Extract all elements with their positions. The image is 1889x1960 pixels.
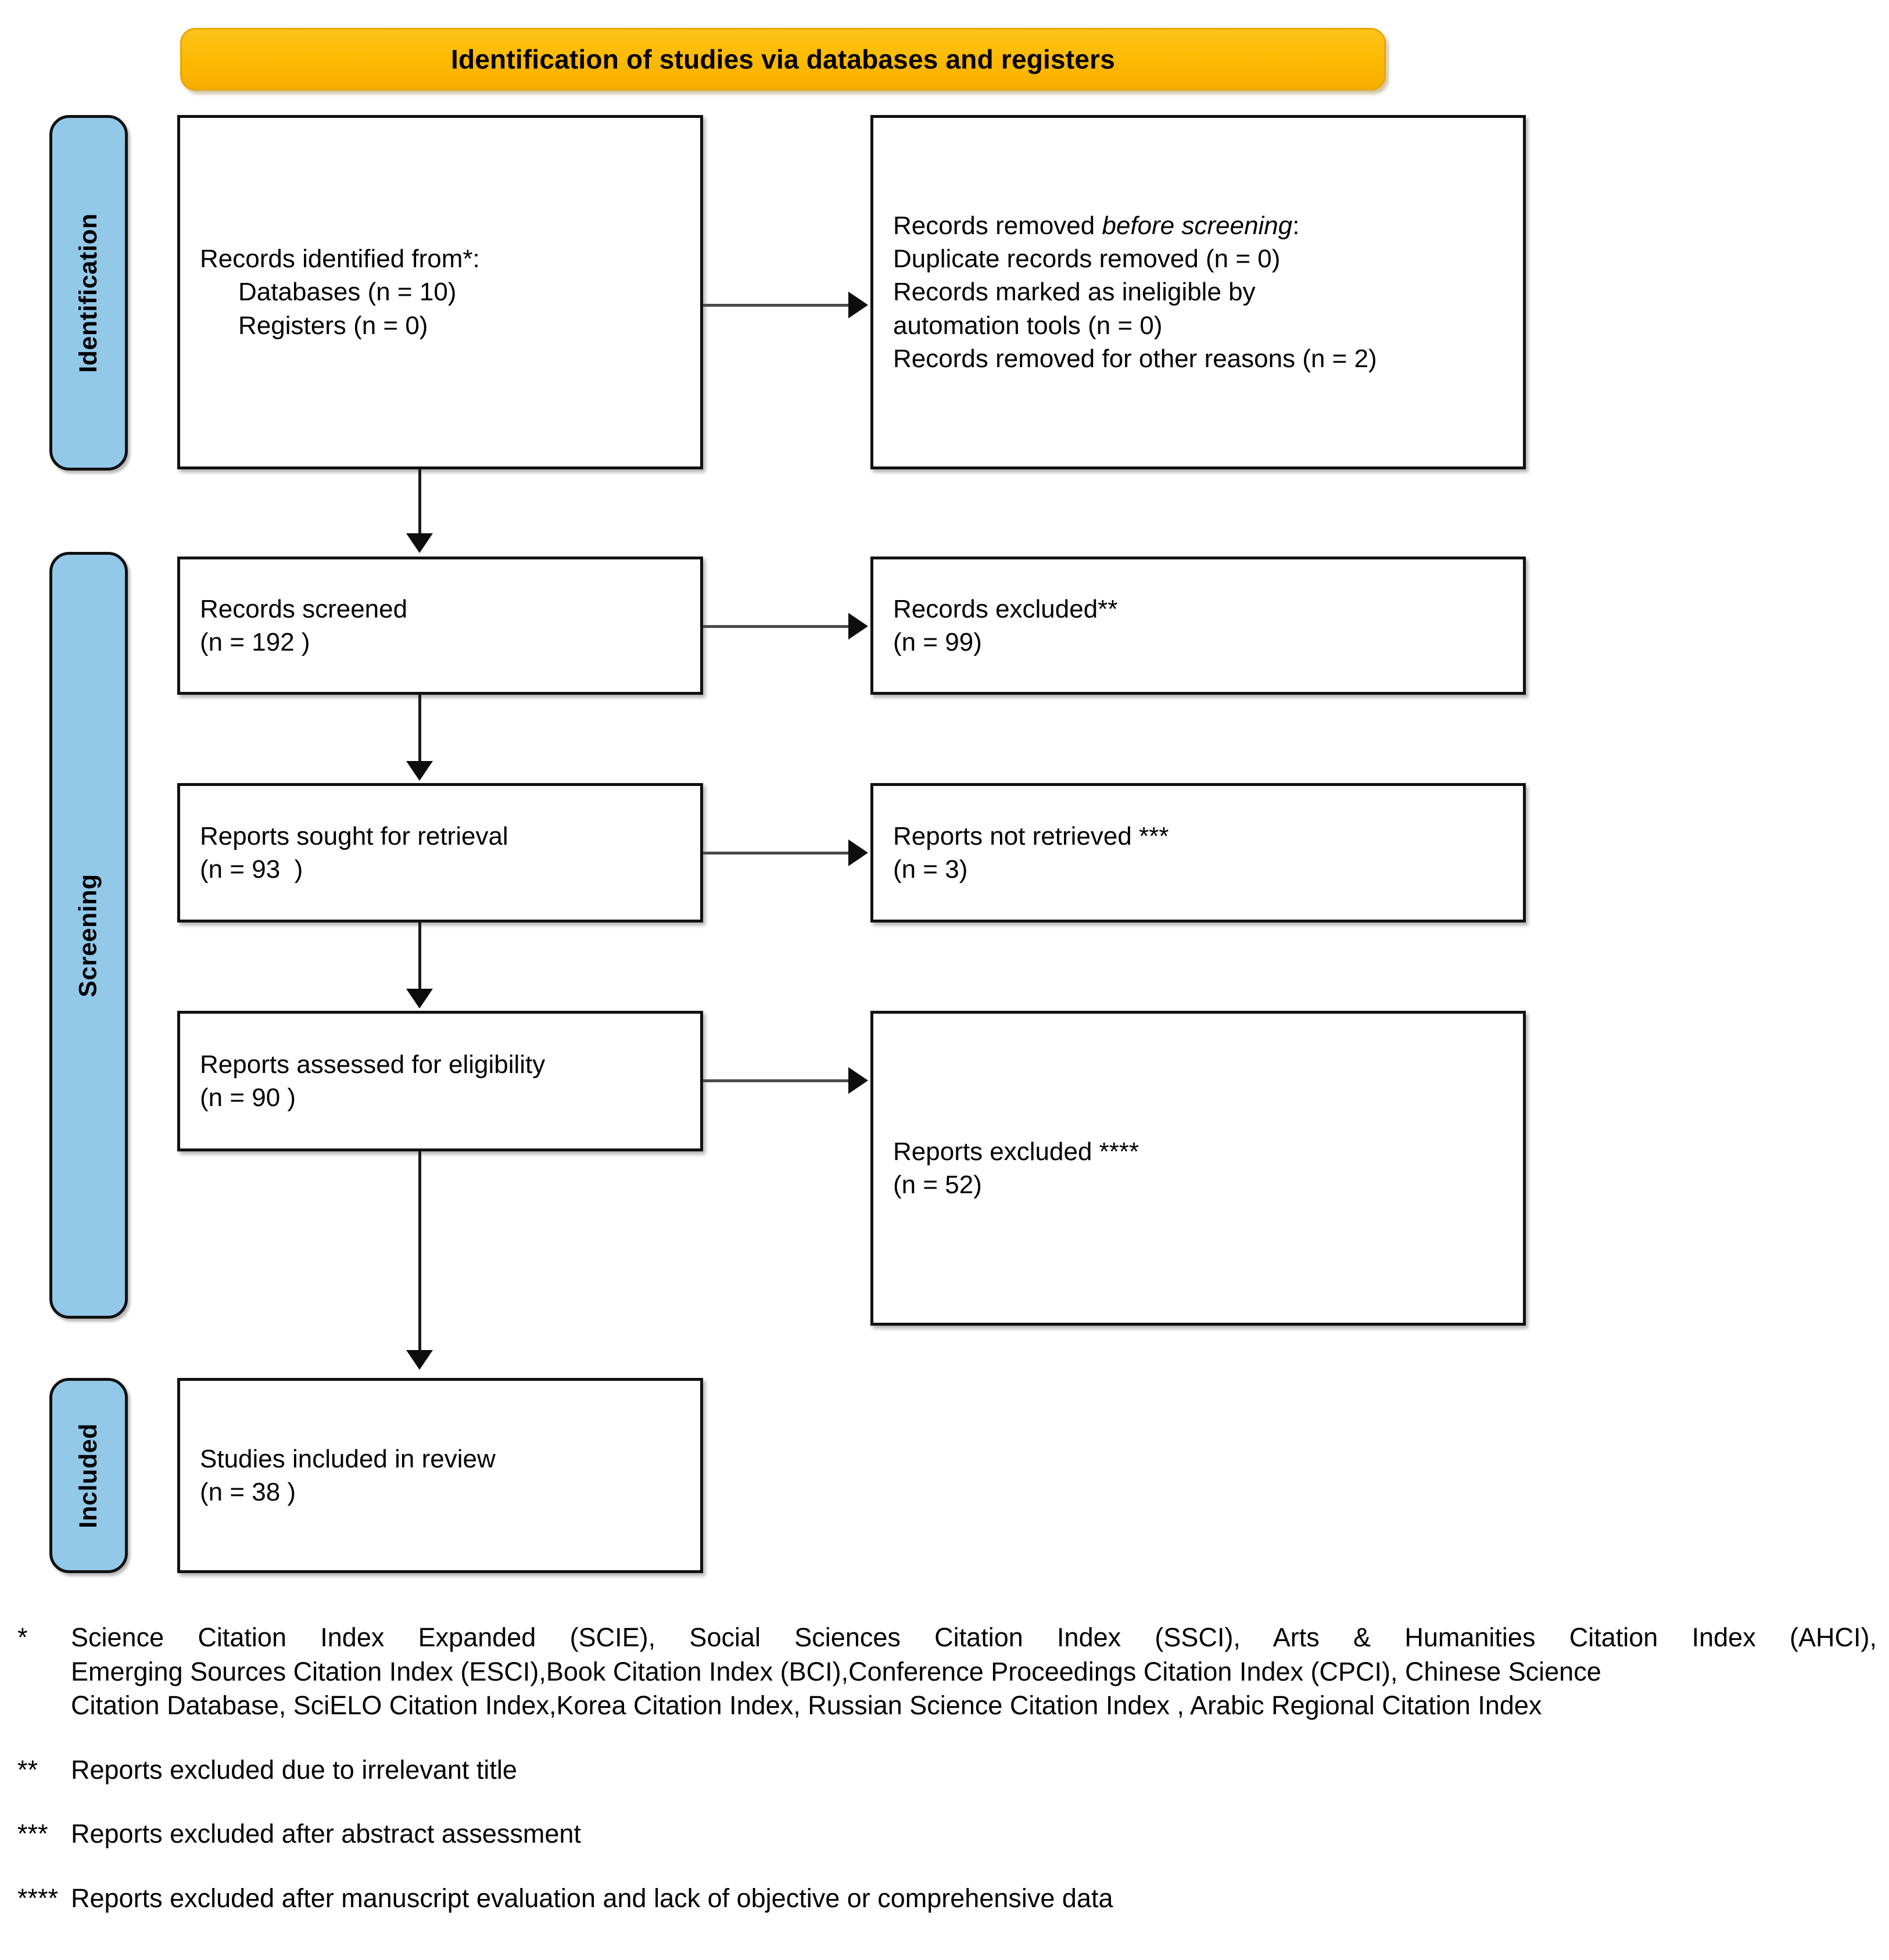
phase-banner-label: Identification of studies via databases … [450,44,1116,74]
phase-banner-identification: Identification of studies via databases … [180,28,1386,91]
node-records-excluded: Records excluded** (n = 99) [870,557,1526,695]
stage-tab-screening-label: Screening [74,873,102,997]
stage-tab-screening: Screening [49,552,128,1319]
arrow-identified-to-screened [406,469,442,558]
reports-not-retrieved-line-1: Reports not retrieved *** [893,821,1169,850]
node-records-removed: Records removed before screening: Duplic… [870,115,1526,469]
node-reports-assessed: Reports assessed for eligibility (n = 90… [177,1011,703,1151]
node-records-screened-body: Records screened (n = 192 ) [200,593,680,659]
footnote-asterisk-1: * Science Citation Index Expanded (SCIE)… [17,1621,1877,1723]
studies-included-line-2: (n = 38 ) [200,1478,296,1506]
reports-assessed-line-1: Reports assessed for eligibility [200,1050,546,1079]
node-studies-included-body: Studies included in review (n = 38 ) [200,1442,680,1509]
records-removed-line-3: Records marked as ineligible by [893,278,1256,307]
node-reports-sought: Reports sought for retrieval (n = 93 ) [177,783,703,922]
records-identified-line-2: Databases (n = 10) [238,278,457,307]
arrow-screened-to-sought [406,695,442,788]
stage-tab-identification-label: Identification [74,213,102,373]
stage-tab-included: Included [49,1378,128,1573]
records-removed-line-1-post: : [1292,211,1300,240]
footnote-1-line-3: Citation Database, SciELO Citation Index… [71,1690,1542,1720]
stage-tab-included-label: Included [74,1423,103,1528]
footnote-text-1: Science Citation Index Expanded (SCIE), … [71,1621,1877,1723]
node-records-excluded-body: Records excluded** (n = 99) [893,593,1503,659]
node-reports-assessed-body: Reports assessed for eligibility (n = 90… [200,1048,680,1114]
footnote-text-2: Reports excluded due to irrelevant title [71,1754,517,1785]
records-removed-line-1-pre: Records removed [893,211,1102,240]
node-records-screened: Records screened (n = 192 ) [177,557,703,695]
node-reports-not-retrieved-body: Reports not retrieved *** (n = 3) [893,820,1503,886]
footnote-asterisk-3: *** Reports excluded after abstract asse… [17,1817,1877,1851]
footnote-text-3: Reports excluded after abstract assessme… [71,1819,581,1848]
footnote-text-4: Reports excluded after manuscript evalua… [71,1883,1113,1913]
footnote-1-line-2: Emerging Sources Citation Index (ESCI),B… [71,1656,1601,1686]
reports-not-retrieved-line-2: (n = 3) [893,855,968,884]
footnote-asterisk-2: ** Reports excluded due to irrelevant ti… [17,1753,1877,1787]
arrow-sought-to-not-retrieved [703,839,872,866]
reports-sought-line-2: (n = 93 ) [200,855,303,884]
reports-sought-line-1: Reports sought for retrieval [200,821,508,850]
arrow-sought-to-assessed [406,922,442,1015]
records-removed-line-1: Records removed before screening: [893,209,1503,242]
node-reports-sought-body: Reports sought for retrieval (n = 93 ) [200,820,680,886]
reports-excluded-line-2: (n = 52) [893,1171,982,1199]
node-records-identified: Records identified from*: Databases (n =… [177,115,703,469]
records-screened-line-2: (n = 192 ) [200,628,310,656]
arrow-screened-to-excluded [703,613,872,640]
reports-assessed-line-2: (n = 90 ) [200,1083,296,1112]
footnote-marker-2: ** [17,1754,38,1785]
reports-excluded-line-1: Reports excluded **** [893,1137,1139,1166]
records-excluded-line-2: (n = 99) [893,628,982,656]
stage-tab-identification: Identification [49,115,128,471]
arrow-assessed-to-included [406,1151,442,1384]
records-removed-line-2: Duplicate records removed (n = 0) [893,245,1281,274]
studies-included-line-1: Studies included in review [200,1444,496,1473]
node-records-removed-body: Records removed before screening: Duplic… [893,209,1503,375]
footnote-asterisk-4: **** Reports excluded after manuscript e… [17,1882,1877,1916]
records-identified-line-3: Registers (n = 0) [238,311,428,340]
records-removed-line-1-italic: before screening [1102,211,1293,240]
footnote-1-line-1: Science Citation Index Expanded (SCIE), … [71,1622,1877,1652]
records-removed-line-4: automation tools (n = 0) [893,311,1163,340]
node-reports-excluded: Reports excluded **** (n = 52) [870,1011,1526,1326]
footnotes-block: * Science Citation Index Expanded (SCIE)… [17,1621,1877,1915]
records-excluded-line-1: Records excluded** [893,594,1118,623]
records-identified-line-1: Records identified from*: [200,245,480,274]
node-records-identified-body: Records identified from*: Databases (n =… [200,242,680,342]
arrow-assessed-to-reports-excluded [703,1067,872,1094]
prisma-flow-diagram: Identification of studies via databases … [49,28,1526,1573]
node-studies-included: Studies included in review (n = 38 ) [177,1378,703,1573]
records-screened-line-1: Records screened [200,594,408,623]
footnote-marker-1: * [17,1622,28,1652]
records-removed-line-5: Records removed for other reasons (n = 2… [893,344,1377,373]
node-reports-not-retrieved: Reports not retrieved *** (n = 3) [870,783,1526,922]
arrow-identified-to-removed [703,292,872,318]
footnote-marker-3: *** [17,1819,48,1848]
node-reports-excluded-body: Reports excluded **** (n = 52) [893,1135,1503,1201]
footnote-marker-4: **** [17,1883,59,1913]
